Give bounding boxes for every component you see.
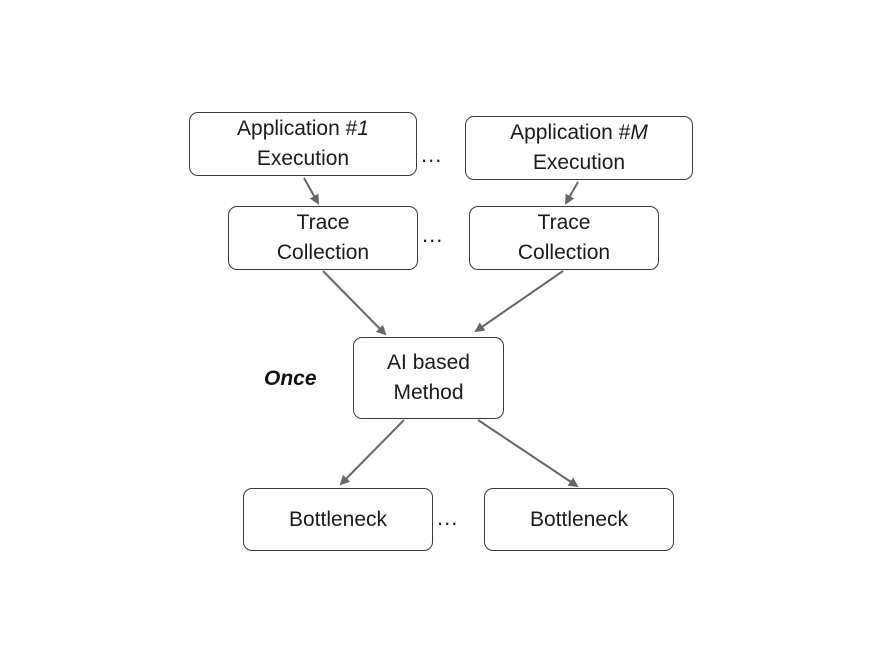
node-application-m-line1: Application #M [510,121,648,144]
node-ai-based-method: AI based Method [353,337,504,419]
node-application-m-line2: Execution [532,151,626,174]
once-label: Once [264,367,317,390]
node-trace-collection-m-line1: Trace [537,211,591,234]
arrow-ai-to-bottleneck1 [339,419,405,486]
arrow-trace1-to-ai [322,270,387,336]
node-trace-collection-1-line2: Collection [276,241,370,264]
node-application-1: Application #1 Execution [189,112,417,176]
arrow-traceM-to-ai [474,270,564,333]
node-trace-collection-m-line2: Collection [517,241,611,264]
node-ai-based-method-line2: Method [393,381,464,404]
node-trace-collection-1: Trace Collection [228,206,418,270]
arrow-ai-to-bottleneckN [477,419,579,488]
node-application-1-line2: Execution [256,147,350,170]
node-ai-based-method-line1: AI based [387,351,470,374]
ellipsis-row2: ... [422,222,444,247]
node-bottleneck-1-label: Bottleneck [288,507,388,531]
node-bottleneck-n: Bottleneck [484,488,674,551]
arrow-appM-to-traceM [565,181,579,205]
node-application-1-line1: Application #1 [237,117,369,140]
arrow-app1-to-trace1 [303,177,319,205]
node-application-m: Application #M Execution [465,116,693,180]
ellipsis-row1: ... [421,142,443,167]
node-bottleneck-n-label: Bottleneck [529,507,629,531]
node-bottleneck-1: Bottleneck [243,488,433,551]
ellipsis-row4: ... [437,505,459,530]
node-trace-collection-m: Trace Collection [469,206,659,270]
node-trace-collection-1-line1: Trace [296,211,350,234]
